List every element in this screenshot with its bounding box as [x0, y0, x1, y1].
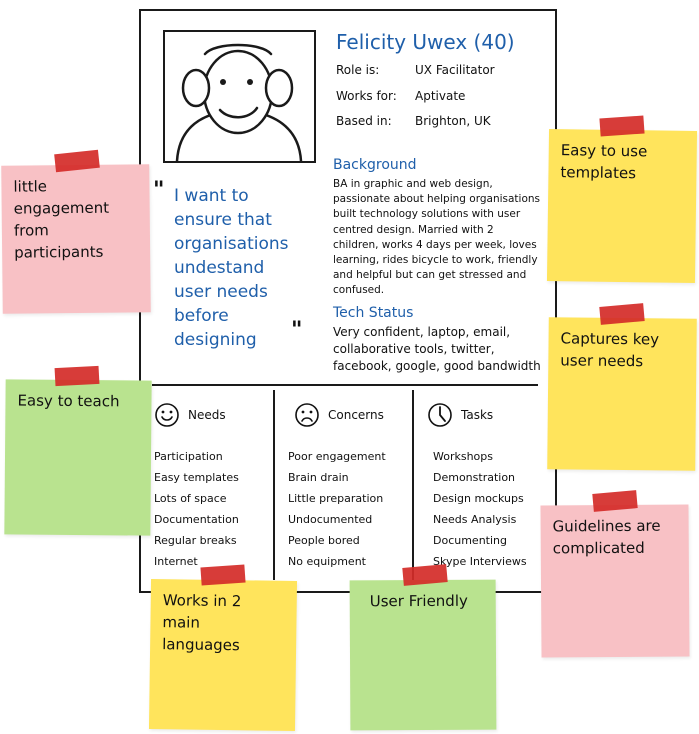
note-line: Works in 2	[162, 591, 242, 611]
list-item: Easy templates	[154, 471, 239, 484]
list-item: Brain drain	[288, 471, 349, 484]
background-text: BA in graphic and web design, passionate…	[333, 177, 548, 299]
background-line: built technology solutions with user	[333, 208, 521, 221]
tape-strip	[599, 303, 645, 325]
persona-quote: I want to ensure that organisations unde…	[174, 184, 324, 352]
background-line: passionate about helping organisations	[333, 193, 541, 206]
note-line: Easy to use	[560, 141, 648, 161]
background-line: learning, rides bicycle to work, friendl…	[333, 254, 538, 267]
list-item: Little preparation	[288, 492, 384, 505]
background-line: and helpful but can get stressed and	[333, 269, 527, 282]
sad-face-icon	[295, 403, 319, 427]
quote-line: designing	[174, 330, 257, 350]
tape-strip	[54, 365, 100, 387]
list-item: Documentation	[154, 513, 239, 526]
background-line: children, works 4 days per week, loves	[333, 238, 537, 251]
quote-line: I want to	[174, 186, 249, 206]
note-line: user needs	[560, 351, 644, 371]
note-line: from	[13, 221, 49, 240]
tape-strip	[592, 490, 638, 512]
note-line: participants	[14, 242, 104, 262]
tasks-list: Workshops Demonstration Design mockups N…	[433, 446, 527, 572]
column-divider	[412, 390, 414, 580]
list-item: Lots of space	[154, 492, 227, 505]
based-in-label: Based in:	[336, 114, 392, 128]
background-line: BA in graphic and web design,	[333, 178, 493, 190]
column-divider	[273, 390, 275, 580]
note-line: little	[13, 177, 48, 196]
quote-line: before	[174, 306, 229, 326]
list-item: Design mockups	[433, 492, 524, 505]
tape-strip	[402, 564, 448, 586]
quote-line: user needs	[174, 282, 268, 302]
list-item: Participation	[154, 450, 223, 463]
tech-status-line: collaborative tools, twitter,	[333, 342, 495, 356]
tech-status-title: Tech Status	[333, 305, 414, 321]
list-item: No equipment	[288, 555, 366, 568]
quote-line: ensure that	[174, 210, 272, 230]
works-for-label: Works for:	[336, 89, 397, 103]
list-item: Documenting	[433, 534, 507, 547]
needs-list: Participation Easy templates Lots of spa…	[154, 446, 239, 572]
quote-line: organisations	[174, 234, 289, 254]
note-line: main	[162, 613, 201, 632]
note-line: Easy to teach	[17, 391, 120, 411]
person-sketch-icon	[175, 43, 303, 161]
note-line: Captures key	[560, 329, 660, 349]
quote-close-mark: "	[291, 318, 303, 343]
clock-icon	[428, 403, 452, 427]
note-line: engagement	[13, 198, 110, 218]
background-line: centred design. Married with 2	[333, 223, 494, 236]
note-line: languages	[162, 635, 240, 655]
list-item: Needs Analysis	[433, 513, 517, 526]
note-line: User Friendly	[369, 591, 468, 611]
tasks-title: Tasks	[461, 408, 494, 422]
background-line: confused.	[333, 284, 385, 297]
note-line: complicated	[552, 538, 645, 558]
based-in-value: Brighton, UK	[415, 114, 491, 128]
list-item: Regular breaks	[154, 534, 237, 547]
sticky-note-easy-to-use[interactable]: Easy to use templates	[546, 128, 698, 284]
list-item: Workshops	[433, 450, 494, 463]
role-value: UX Facilitator	[415, 63, 495, 77]
quote-open-mark: "	[153, 178, 165, 203]
list-item: Poor engagement	[288, 450, 386, 463]
list-item: People bored	[288, 534, 360, 547]
sticky-note-user-friendly[interactable]: User Friendly	[349, 579, 497, 731]
avatar	[163, 30, 316, 163]
tech-status-line: facebook, google, good bandwidth	[333, 359, 541, 373]
sticky-note-easy-to-teach[interactable]: Easy to teach	[4, 379, 152, 536]
list-item: Skype Interviews	[433, 555, 527, 568]
tech-status-line: Very confident, laptop, email,	[333, 325, 511, 339]
note-line: Guidelines are	[552, 516, 661, 536]
persona-name: Felicity Uwex (40)	[336, 30, 515, 54]
sticky-note-little-engagement[interactable]: little engagement from participants	[1, 164, 151, 314]
needs-title: Needs	[188, 408, 226, 422]
list-item: Internet	[154, 555, 198, 568]
list-item: Undocumented	[288, 513, 373, 526]
tape-strip	[200, 564, 246, 586]
role-label: Role is:	[336, 63, 380, 77]
tech-status-text: Very confident, laptop, email, collabora…	[333, 324, 548, 375]
note-line: templates	[560, 163, 637, 183]
smiley-icon	[155, 403, 179, 427]
list-item: Demonstration	[433, 471, 516, 484]
sticky-note-guidelines[interactable]: Guidelines are complicated	[540, 504, 690, 658]
quote-line: undestand	[174, 258, 265, 278]
concerns-list: Poor engagement Brain drain Little prepa…	[288, 446, 386, 572]
sticky-note-works-in-2[interactable]: Works in 2 main languages	[148, 578, 298, 732]
section-divider	[152, 384, 538, 386]
tape-strip	[599, 115, 645, 137]
concerns-title: Concerns	[328, 408, 384, 422]
background-title: Background	[333, 157, 417, 173]
sticky-note-captures-key[interactable]: Captures key user needs	[547, 317, 697, 471]
works-for-value: Aptivate	[415, 89, 466, 103]
